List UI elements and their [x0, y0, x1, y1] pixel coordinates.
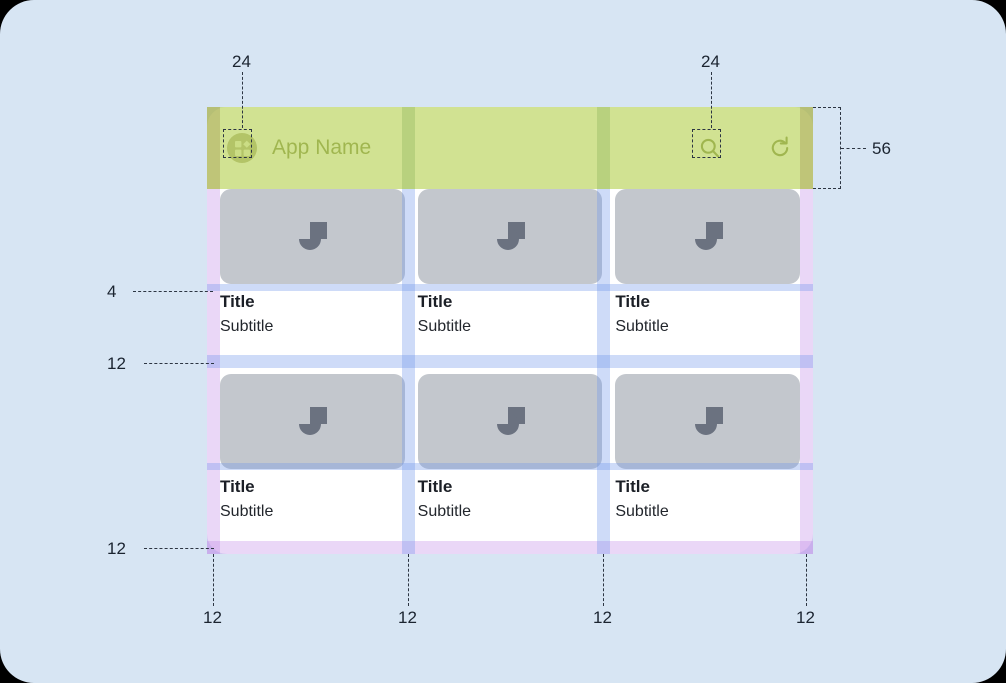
annotation-label-bottom-tick-3: 12 [593, 608, 612, 627]
annotation-leader-top-right [711, 72, 712, 128]
card[interactable]: Title Subtitle [220, 374, 405, 546]
annotation-leader-top-left [242, 72, 243, 128]
card-title: Title [220, 477, 255, 496]
image-placeholder-icon [615, 189, 801, 284]
appbar-height-bracket [813, 107, 841, 189]
annotation-label-bottom-tick-4: 12 [796, 608, 815, 627]
app-mockup: App Name [207, 107, 813, 554]
card-title: Title [615, 292, 650, 311]
annotation-label-bottom-margin-12: 12 [107, 539, 126, 558]
annotation-leader-bottom-margin [144, 548, 214, 549]
annotation-label-top-left-24: 24 [232, 52, 251, 71]
card[interactable]: Title Subtitle [615, 189, 801, 361]
touch-target-box-app-logo [223, 129, 252, 158]
touch-target-box-search [692, 129, 721, 158]
card-subtitle: Subtitle [417, 503, 472, 521]
card-subtitle: Subtitle [220, 318, 274, 336]
card[interactable]: Title Subtitle [417, 189, 603, 361]
card-subtitle: Subtitle [417, 318, 472, 336]
card-title: Title [615, 477, 650, 496]
image-placeholder-icon [220, 374, 405, 469]
card-subtitle: Subtitle [615, 318, 669, 336]
card-title: Title [220, 292, 255, 311]
image-placeholder-icon [220, 189, 405, 284]
annotation-leader-row-gap [144, 363, 214, 364]
annotation-label-bottom-tick-1: 12 [203, 608, 222, 627]
app-bar: App Name [207, 107, 813, 189]
annotation-leader-bottom-4 [806, 554, 807, 606]
refresh-icon[interactable] [767, 135, 793, 161]
card[interactable]: Title Subtitle [417, 374, 603, 546]
card[interactable]: Title Subtitle [615, 374, 801, 546]
card-subtitle: Subtitle [220, 503, 274, 521]
card-title: Title [417, 477, 453, 496]
annotation-leader-bottom-3 [603, 554, 604, 606]
annotation-label-bottom-tick-2: 12 [398, 608, 417, 627]
annotation-leader-appbar-height [841, 148, 866, 149]
annotation-label-image-title-gap-4: 4 [107, 282, 117, 301]
annotation-label-appbar-height-56: 56 [872, 139, 891, 158]
annotation-leader-bottom-2 [408, 554, 409, 606]
image-placeholder-icon [615, 374, 801, 469]
image-placeholder-icon [417, 189, 603, 284]
annotation-leader-image-title-gap [133, 291, 213, 292]
card-title: Title [417, 292, 453, 311]
card-row: Title Subtitle Title Subtitle [220, 374, 801, 546]
card-grid: Title Subtitle Title Subtitle [207, 189, 813, 554]
image-placeholder-icon [417, 374, 603, 469]
annotation-label-top-right-24: 24 [701, 52, 720, 71]
card-row: Title Subtitle Title Subtitle [220, 189, 801, 361]
app-bar-title: App Name [272, 136, 372, 159]
card-subtitle: Subtitle [615, 503, 669, 521]
card[interactable]: Title Subtitle [220, 189, 405, 361]
annotation-label-row-gap-12: 12 [107, 354, 126, 373]
annotation-leader-bottom-1 [213, 554, 214, 606]
